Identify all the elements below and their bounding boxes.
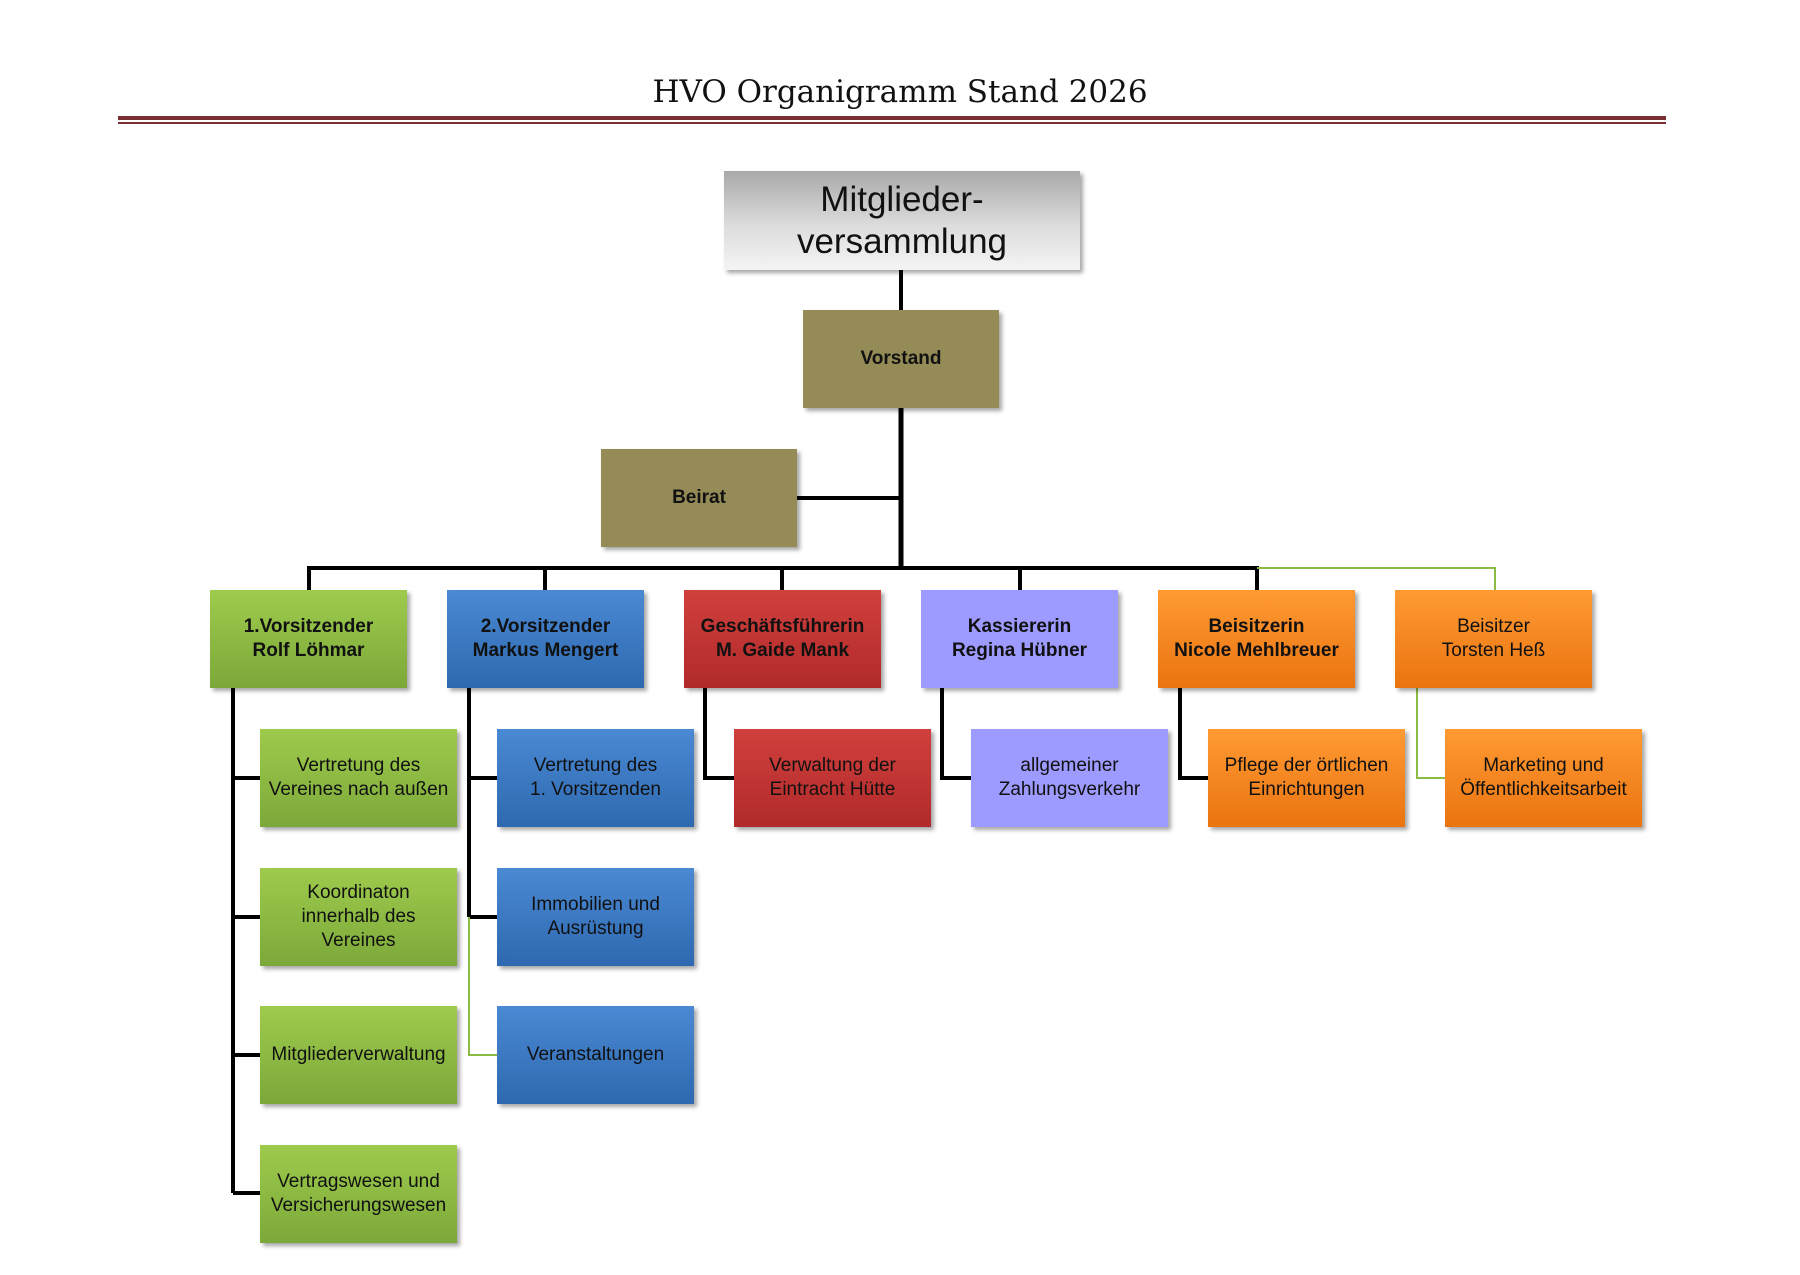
connector-gf-task bbox=[703, 688, 734, 780]
task-vertragswesen: Vertragswesen und Versicherungswesen bbox=[260, 1145, 457, 1243]
node-kassiererin: Kassiererin Regina Hübner bbox=[921, 590, 1118, 688]
task-line: Vereines nach außen bbox=[268, 779, 449, 800]
member-name: Markus Mengert bbox=[472, 640, 619, 661]
task-line: Verwaltung der bbox=[769, 755, 896, 776]
node-beirat-label: Beirat bbox=[672, 487, 726, 508]
task-line: Ausrüstung bbox=[547, 918, 644, 939]
task-line: Pflege der örtlichen bbox=[1224, 755, 1389, 776]
task-line: Vereines bbox=[321, 930, 396, 951]
task-line: Veranstaltungen bbox=[526, 1044, 665, 1065]
node-vorsitzender-2: 2.Vorsitzender Markus Mengert bbox=[447, 590, 644, 688]
task-line: Versicherungswesen bbox=[270, 1195, 447, 1216]
member-name: Regina Hübner bbox=[951, 640, 1088, 661]
task-line: Öffentlichkeitsarbeit bbox=[1460, 779, 1627, 800]
node-mitgliederversammlung-line1: Mitglieder- bbox=[820, 179, 984, 219]
task-line: Mitgliederverwaltung bbox=[271, 1044, 446, 1065]
task-eintracht-huette: Verwaltung der Eintracht Hütte bbox=[734, 729, 931, 827]
task-line: Immobilien und bbox=[531, 894, 660, 915]
member-role: Beisitzerin bbox=[1208, 616, 1305, 637]
task-zahlungsverkehr: allgemeiner Zahlungsverkehr bbox=[971, 729, 1168, 827]
task-line: Koordinaton bbox=[307, 882, 410, 903]
node-vorstand: Vorstand bbox=[803, 310, 999, 408]
task-pflege-einrichtungen: Pflege der örtlichen Einrichtungen bbox=[1208, 729, 1405, 827]
task-immobilien: Immobilien und Ausrüstung bbox=[497, 868, 694, 966]
task-line: Vertretung des bbox=[533, 755, 658, 776]
task-veranstaltungen: Veranstaltungen bbox=[497, 1006, 694, 1104]
node-vorsitzender-1: 1.Vorsitzender Rolf Löhmar bbox=[210, 590, 407, 688]
task-marketing: Marketing und Öffentlichkeitsarbeit bbox=[1445, 729, 1642, 827]
node-beirat: Beirat bbox=[601, 449, 797, 547]
task-mitgliederverwaltung: Mitgliederverwaltung bbox=[260, 1006, 457, 1104]
node-mitgliederversammlung-line2: versammlung bbox=[796, 221, 1008, 261]
member-role: Geschäftsführerin bbox=[700, 616, 865, 637]
node-vorstand-label: Vorstand bbox=[860, 348, 942, 369]
title-rule-thin bbox=[118, 122, 1666, 124]
connector-v2-task3 bbox=[468, 917, 497, 1056]
node-mitgliederversammlung: Mitglieder- versammlung bbox=[724, 171, 1080, 270]
task-line: Vertragswesen und bbox=[277, 1171, 440, 1192]
task-koordination: Koordinaton innerhalb des Vereines bbox=[260, 868, 457, 966]
task-line: Vertretung des bbox=[296, 755, 421, 776]
member-role: 2.Vorsitzender bbox=[480, 616, 611, 637]
node-beisitzer: Beisitzer Torsten Heß bbox=[1395, 590, 1592, 688]
task-line: Eintracht Hütte bbox=[769, 779, 896, 800]
title-rule-thick bbox=[118, 116, 1666, 120]
member-role: Beisitzer bbox=[1457, 616, 1530, 637]
node-geschaeftsfuehrerin: Geschäftsführerin M. Gaide Mank bbox=[684, 590, 881, 688]
node-beisitzerin: Beisitzerin Nicole Mehlbreuer bbox=[1158, 590, 1355, 688]
member-name: Nicole Mehlbreuer bbox=[1174, 640, 1339, 661]
connector-beisitzer-task bbox=[1416, 688, 1445, 779]
member-name: M. Gaide Mank bbox=[715, 640, 850, 661]
task-line: allgemeiner bbox=[1020, 755, 1119, 776]
member-role: Kassiererin bbox=[967, 616, 1072, 637]
connector-beisitzer-bus bbox=[1257, 567, 1496, 590]
task-line: Marketing und bbox=[1483, 755, 1604, 776]
member-role: 1.Vorsitzender bbox=[243, 616, 374, 637]
connector-beisitzerin-task bbox=[1178, 688, 1208, 780]
task-line: Zahlungsverkehr bbox=[998, 779, 1141, 800]
task-vertretung-nach-aussen: Vertretung des Vereines nach außen bbox=[260, 729, 457, 827]
task-line: 1. Vorsitzenden bbox=[530, 779, 661, 800]
task-vertretung-1-vorsitzenden: Vertretung des 1. Vorsitzenden bbox=[497, 729, 694, 827]
member-name: Rolf Löhmar bbox=[252, 640, 365, 661]
task-line: Einrichtungen bbox=[1248, 779, 1365, 800]
page-title: HVO Organigramm Stand 2026 bbox=[652, 74, 1148, 110]
task-line: innerhalb des bbox=[301, 906, 416, 927]
connector-kasse-task bbox=[940, 688, 971, 780]
member-name: Torsten Heß bbox=[1441, 640, 1546, 661]
